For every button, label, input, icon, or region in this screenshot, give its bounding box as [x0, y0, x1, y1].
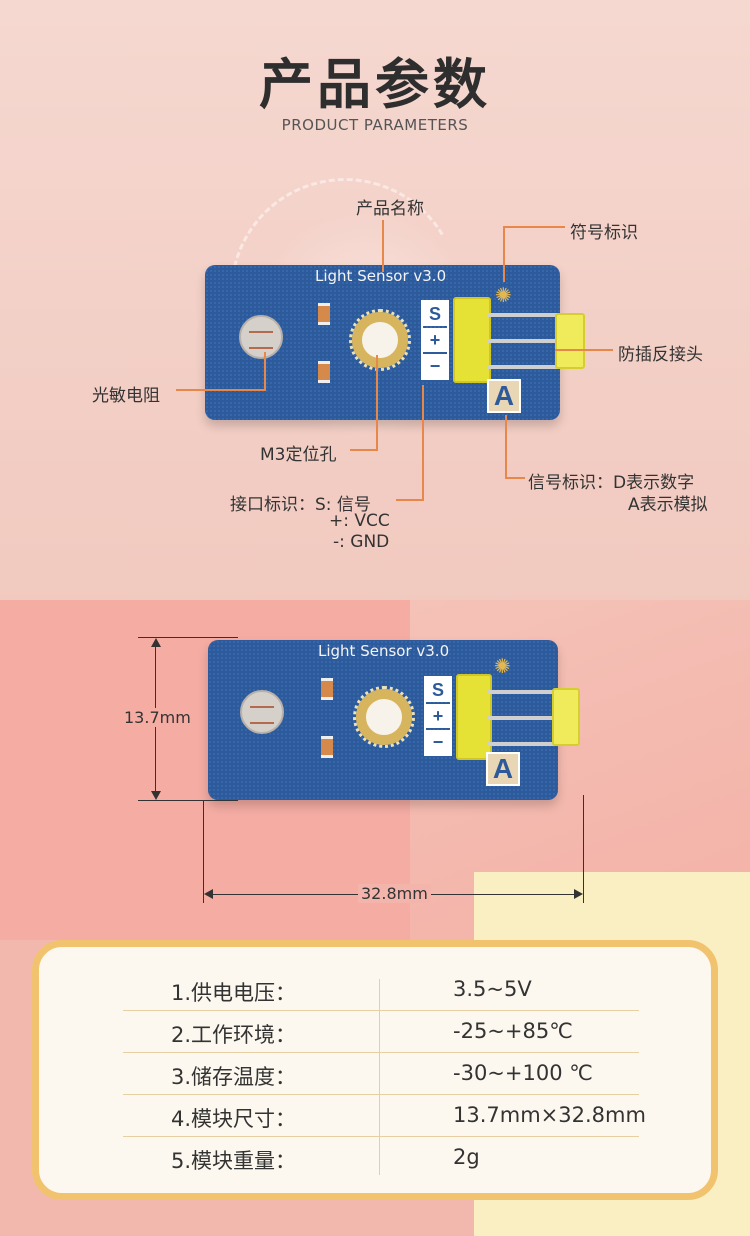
callout-line	[376, 355, 378, 451]
resistor-bottom	[321, 736, 333, 758]
callout-product-name: 产品名称	[356, 199, 424, 219]
callout-line	[503, 226, 505, 282]
page-subtitle: PRODUCT PARAMETERS	[281, 116, 469, 134]
param-key: 5.模块重量：	[171, 1149, 297, 1173]
connector-tip	[552, 688, 580, 746]
parameter-card: 1.供电电压： 3.5~5V 2.工作环境： -25~+85℃ 3.储存温度： …	[32, 940, 718, 1200]
dimension-tick	[583, 795, 584, 903]
mount-hole	[352, 312, 408, 368]
dimension-tick	[203, 800, 204, 903]
callout-line	[422, 385, 424, 501]
param-row: 4.模块尺寸： 13.7mm×32.8mm	[123, 1095, 646, 1137]
param-value: 13.7mm×32.8mm	[453, 1103, 646, 1127]
callout-interface-vcc: +: VCC	[329, 511, 390, 531]
param-value: 2g	[453, 1145, 480, 1169]
connector-housing	[456, 674, 492, 760]
param-row: 3.储存温度： -30~+100 ℃	[123, 1053, 639, 1095]
connector-tip	[555, 313, 585, 369]
resistor-top	[321, 678, 333, 700]
callout-line	[555, 349, 613, 351]
pin-marks: S + −	[424, 676, 452, 756]
callout-interface: 接口标识：S: 信号	[230, 495, 371, 515]
callout-photoresistor: 光敏电阻	[92, 386, 160, 406]
sensor-board-top: Light Sensor v3.0 ✺ S + − A	[205, 265, 585, 420]
param-key: 3.储存温度：	[171, 1065, 297, 1089]
connector-pin	[488, 742, 568, 746]
pin-mark-plus: +	[426, 704, 450, 728]
light-symbol-icon: ✺	[494, 654, 511, 678]
signal-mark: A	[486, 752, 520, 786]
column-divider	[379, 979, 380, 1175]
param-key: 4.模块尺寸：	[171, 1107, 297, 1131]
board-label: Light Sensor v3.0	[315, 267, 447, 285]
pin-mark-s: S	[423, 302, 447, 326]
connector-pin	[487, 365, 571, 369]
arrow-left-icon	[204, 889, 213, 899]
callout-signal: 信号标识：D表示数字	[528, 473, 695, 493]
mount-hole-ring	[349, 309, 411, 371]
resistor-bottom	[318, 361, 330, 383]
callout-line	[176, 389, 266, 391]
pin-mark-minus: −	[423, 354, 447, 378]
callout-line	[505, 477, 525, 479]
callout-line	[264, 352, 266, 391]
arrow-right-icon	[574, 889, 583, 899]
photoresistor	[239, 315, 283, 359]
param-key: 1.供电电压：	[171, 981, 297, 1005]
callout-line	[382, 220, 384, 272]
height-dimension-label: 13.7mm	[122, 708, 193, 727]
photoresistor	[240, 690, 284, 734]
resistor-top	[318, 303, 330, 325]
param-row: 5.模块重量： 2g	[123, 1137, 639, 1179]
connector-housing	[453, 297, 491, 383]
callout-connector: 防插反接头	[618, 345, 703, 365]
callout-line	[350, 449, 378, 451]
board-label: Light Sensor v3.0	[318, 642, 450, 660]
callout-symbol-mark: 符号标识	[570, 223, 638, 243]
callout-mount-hole: M3定位孔	[260, 445, 337, 465]
callout-line	[396, 499, 424, 501]
arrow-up-icon	[151, 638, 161, 647]
pin-mark-s: S	[426, 678, 450, 702]
light-symbol-icon: ✺	[495, 283, 512, 307]
connector-pin	[487, 339, 571, 343]
signal-mark: A	[487, 379, 521, 413]
param-row: 2.工作环境： -25~+85℃	[123, 1011, 639, 1053]
param-row: 1.供电电压： 3.5~5V	[123, 969, 639, 1011]
page-title: 产品参数	[259, 53, 491, 116]
arrow-down-icon	[151, 791, 161, 800]
pin-mark-plus: +	[423, 328, 447, 352]
connector-pin	[487, 313, 571, 317]
width-dimension-label: 32.8mm	[358, 884, 431, 903]
param-value: -25~+85℃	[453, 1019, 573, 1043]
param-value: -30~+100 ℃	[453, 1061, 593, 1085]
mount-hole-ring	[353, 686, 415, 748]
dimension-tick	[138, 800, 238, 801]
pin-mark-minus: −	[426, 730, 450, 754]
callout-signal-analog: A表示模拟	[628, 495, 708, 515]
param-key: 2.工作环境：	[171, 1023, 297, 1047]
param-value: 3.5~5V	[453, 977, 532, 1001]
connector-pin	[488, 690, 568, 694]
callout-line	[503, 226, 565, 228]
pin-marks: S + −	[421, 300, 449, 380]
sensor-board-dimension: Light Sensor v3.0 ✺ S + − A	[208, 640, 580, 800]
callout-interface-gnd: -: GND	[333, 532, 390, 552]
connector-pin	[488, 716, 568, 720]
dimension-tick	[138, 637, 238, 638]
mount-hole	[356, 689, 412, 745]
callout-line	[505, 415, 507, 479]
